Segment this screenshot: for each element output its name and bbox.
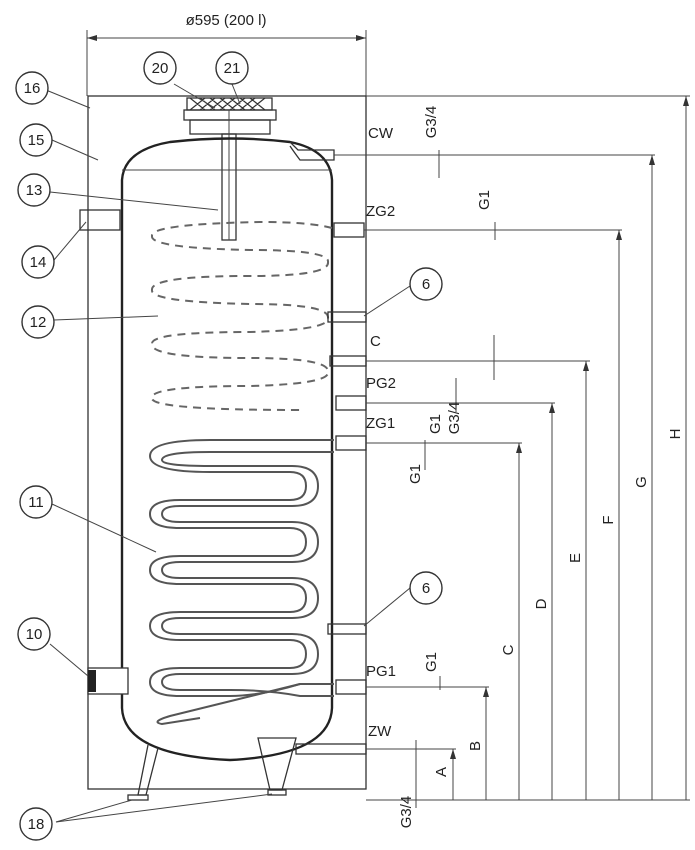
thread-pg2-b: G3/4: [446, 402, 463, 435]
dim-g-label: G: [633, 476, 650, 488]
thread-markers: [415, 150, 496, 808]
lower-coil: [148, 439, 334, 726]
dim-c-label: C: [500, 644, 517, 655]
callout-6-upper: 6: [409, 267, 443, 301]
callout-number: 14: [30, 254, 47, 271]
callout-number: 11: [28, 494, 44, 511]
dimension-extensions: [334, 95, 690, 801]
tank-feet: [127, 737, 297, 801]
callout-number: 16: [24, 80, 41, 97]
callout-leaders: [45, 83, 411, 823]
callout-21: 21: [215, 51, 249, 85]
dim-b-label: B: [467, 741, 484, 751]
callout-13: 13: [17, 173, 51, 207]
width-dimension: ø595 (200 l): [86, 12, 367, 96]
thread-zg1: G1: [407, 464, 424, 484]
callout-14: 14: [21, 245, 55, 279]
callout-number: 12: [30, 314, 47, 331]
callout-number: 10: [26, 626, 43, 643]
callout-6-lower: 6: [409, 571, 443, 605]
dimension-arrows: [450, 96, 689, 800]
thread-pg2-a: G1: [427, 414, 444, 434]
thread-zw: G3/4: [398, 796, 415, 829]
dim-f-label: F: [600, 515, 617, 524]
dim-d-label: D: [533, 598, 550, 609]
callout-20: 20: [143, 51, 177, 85]
callout-number: 6: [422, 580, 430, 597]
dim-h-label: H: [667, 429, 684, 440]
top-flange: [183, 97, 277, 241]
callout-15: 15: [19, 123, 53, 157]
callout-number: 15: [28, 132, 45, 149]
callout-12: 12: [21, 305, 55, 339]
dim-a-label: A: [433, 767, 450, 777]
conn-c-label: C: [370, 333, 381, 350]
conn-zg2-label: ZG2: [366, 203, 395, 220]
callout-16: 16: [15, 71, 49, 105]
thread-pg1: G1: [423, 652, 440, 672]
conn-pg2-label: PG2: [366, 375, 396, 392]
callout-number: 20: [152, 60, 169, 77]
callout-number: 18: [28, 816, 45, 833]
thread-cw: G3/4: [423, 106, 440, 139]
outer-casing: [87, 95, 367, 790]
callout-10: 10: [17, 617, 51, 651]
callout-number: 6: [422, 276, 430, 293]
conn-zw-label: ZW: [368, 723, 392, 740]
callout-18: 18: [19, 807, 53, 841]
callout-11: 11: [19, 485, 53, 519]
conn-pg1-label: PG1: [366, 663, 396, 680]
dim-e-label: E: [567, 553, 584, 563]
conn-zg1-label: ZG1: [366, 415, 395, 432]
tank-shell: [120, 137, 335, 762]
width-dimension-label: ø595 (200 l): [186, 12, 267, 29]
thread-zg2: G1: [476, 190, 493, 210]
callout-number: 13: [26, 182, 43, 199]
upper-coil: [151, 220, 333, 411]
conn-cw-label: CW: [368, 125, 394, 142]
callout-number: 21: [224, 60, 241, 77]
